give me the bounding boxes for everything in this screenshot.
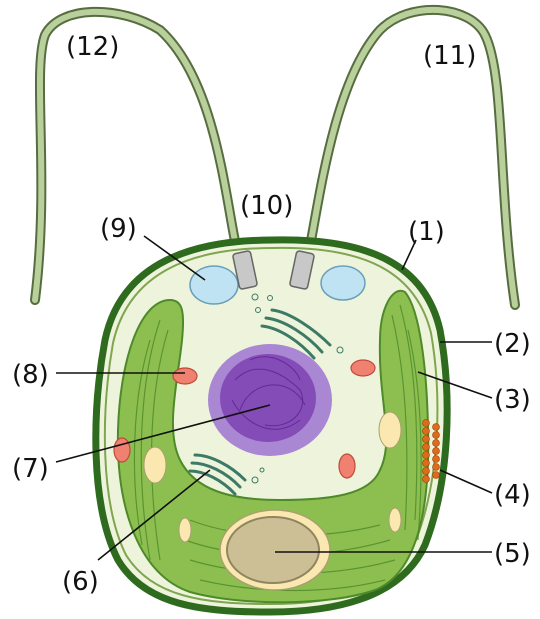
label-9: (9) <box>100 214 137 244</box>
label-7: (7) <box>12 454 49 484</box>
label-12: (12) <box>66 32 119 62</box>
pyrenoid <box>220 510 330 590</box>
label-11: (11) <box>423 41 476 71</box>
label-3: (3) <box>494 385 531 415</box>
label-1: (1) <box>408 217 445 247</box>
label-8: (8) <box>12 360 49 390</box>
label-6: (6) <box>62 567 99 597</box>
label-2: (2) <box>494 329 531 359</box>
label-10: (10) <box>240 191 293 221</box>
label-5: (5) <box>494 539 531 569</box>
label-4: (4) <box>494 480 531 510</box>
nucleus <box>208 344 332 456</box>
